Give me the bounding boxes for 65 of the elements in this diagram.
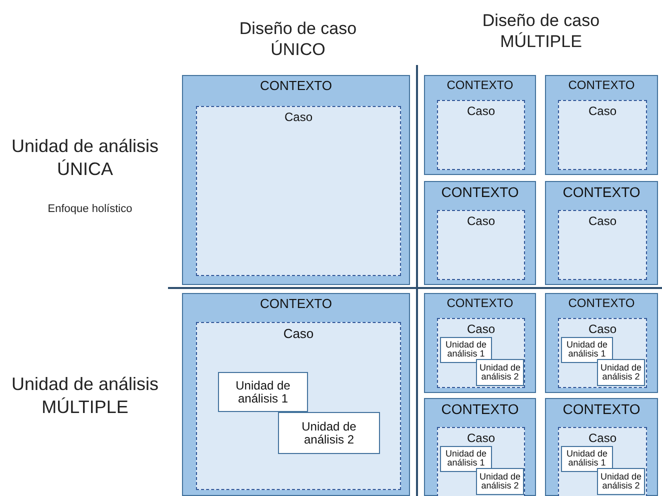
unit-box (561, 446, 613, 472)
unit-label: Unidad de análisis 1 (565, 340, 609, 360)
unit-label: Unidad de análisis 2 (599, 363, 643, 382)
case-heading: Caso (587, 215, 618, 228)
unit-label: Unidad de análisis 1 (444, 450, 488, 468)
context-box (182, 75, 410, 285)
context-heading: CONTEXTO (567, 297, 636, 310)
case-box (196, 106, 401, 276)
unit-box (278, 412, 380, 454)
context-heading: CONTEXTO (259, 297, 333, 311)
unit-box (440, 337, 492, 363)
column-heading: Diseño de caso MÚLTIPLE (481, 10, 601, 52)
case-box (558, 427, 647, 496)
context-heading: CONTEXTO (446, 297, 514, 310)
context-heading: CONTEXTO (440, 185, 520, 200)
case-heading: Caso (587, 432, 618, 445)
case-box (437, 210, 525, 280)
context-heading: CONTEXTO (259, 79, 333, 93)
context-heading: CONTEXTO (446, 79, 514, 92)
column-heading: Diseño de caso ÚNICO (238, 18, 358, 60)
unit-label: Unidad de análisis 1 (444, 340, 488, 360)
context-box (424, 75, 536, 175)
unit-box (597, 468, 645, 495)
note-text: Enfoque holístico (46, 203, 134, 217)
unit-box (218, 372, 308, 412)
unit-box (476, 359, 524, 386)
unit-box (440, 446, 492, 472)
context-box (424, 398, 536, 496)
context-box (182, 293, 410, 496)
context-box (424, 293, 536, 393)
context-heading: CONTEXTO (562, 185, 642, 200)
case-heading: Caso (466, 105, 496, 118)
context-box (424, 181, 536, 285)
context-heading: CONTEXTO (440, 402, 520, 417)
case-heading: Caso (587, 105, 618, 118)
unit-label: Unidad de análisis 1 (565, 450, 609, 468)
context-box (545, 398, 658, 496)
unit-label: Unidad de análisis 2 (599, 472, 643, 491)
case-heading: Caso (466, 323, 496, 336)
unit-box (597, 359, 645, 386)
unit-box (476, 468, 524, 495)
context-box (545, 293, 658, 393)
case-heading: Caso (466, 215, 496, 228)
case-heading: Caso (587, 323, 618, 336)
unit-label: Unidad de análisis 2 (478, 472, 522, 491)
row-heading: Unidad de análisis ÚNICA (10, 135, 160, 180)
unit-label: Unidad de análisis 2 (300, 420, 358, 446)
context-heading: CONTEXTO (567, 79, 636, 92)
case-box (558, 318, 647, 388)
row-heading: Unidad de análisis MÚLTIPLE (10, 373, 160, 418)
unit-box (561, 337, 613, 363)
case-box (437, 427, 525, 496)
case-box (196, 322, 401, 490)
case-heading: Caso (466, 432, 496, 445)
case-heading: Caso (283, 111, 314, 124)
context-heading: CONTEXTO (562, 402, 642, 417)
case-box (437, 100, 525, 170)
context-box (545, 181, 658, 285)
case-box (437, 318, 525, 388)
case-heading: Caso (282, 327, 315, 341)
unit-label: Unidad de análisis 1 (234, 379, 292, 405)
unit-label: Unidad de análisis 2 (478, 363, 522, 382)
case-box (558, 210, 647, 280)
case-box (558, 100, 647, 170)
context-box (545, 75, 658, 175)
